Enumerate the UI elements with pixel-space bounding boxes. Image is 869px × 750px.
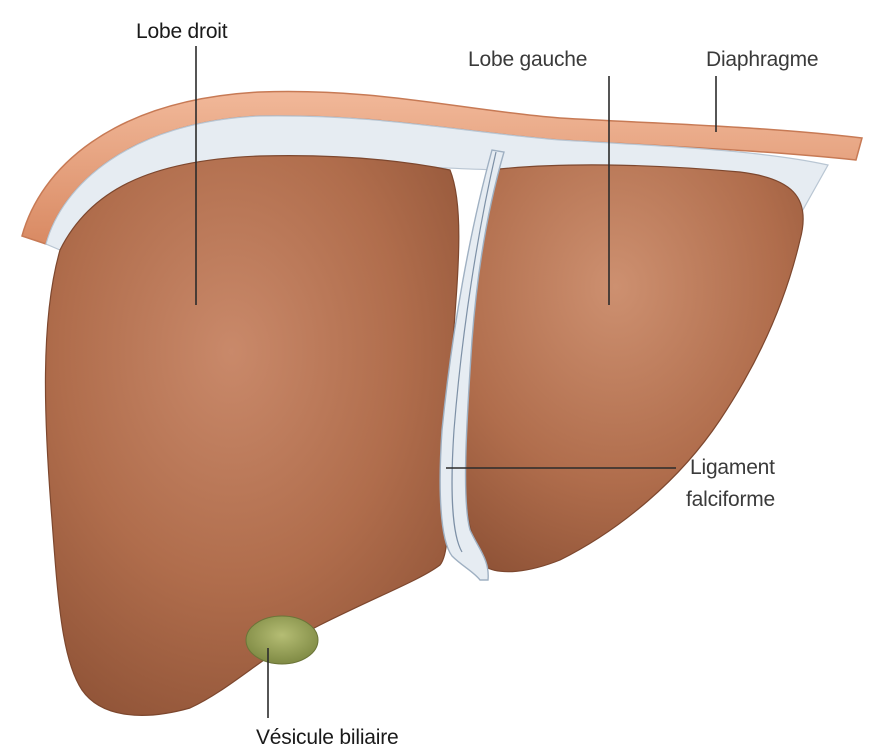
label-gallbladder: Vésicule biliaire	[256, 726, 399, 749]
label-left-lobe: Lobe gauche	[468, 48, 587, 71]
label-right-lobe: Lobe droit	[136, 20, 228, 43]
gallbladder	[246, 616, 318, 664]
label-diaphragm: Diaphragme	[706, 48, 818, 71]
label-falciform-2: falciforme	[686, 488, 775, 511]
label-falciform-1: Ligament	[690, 456, 775, 479]
